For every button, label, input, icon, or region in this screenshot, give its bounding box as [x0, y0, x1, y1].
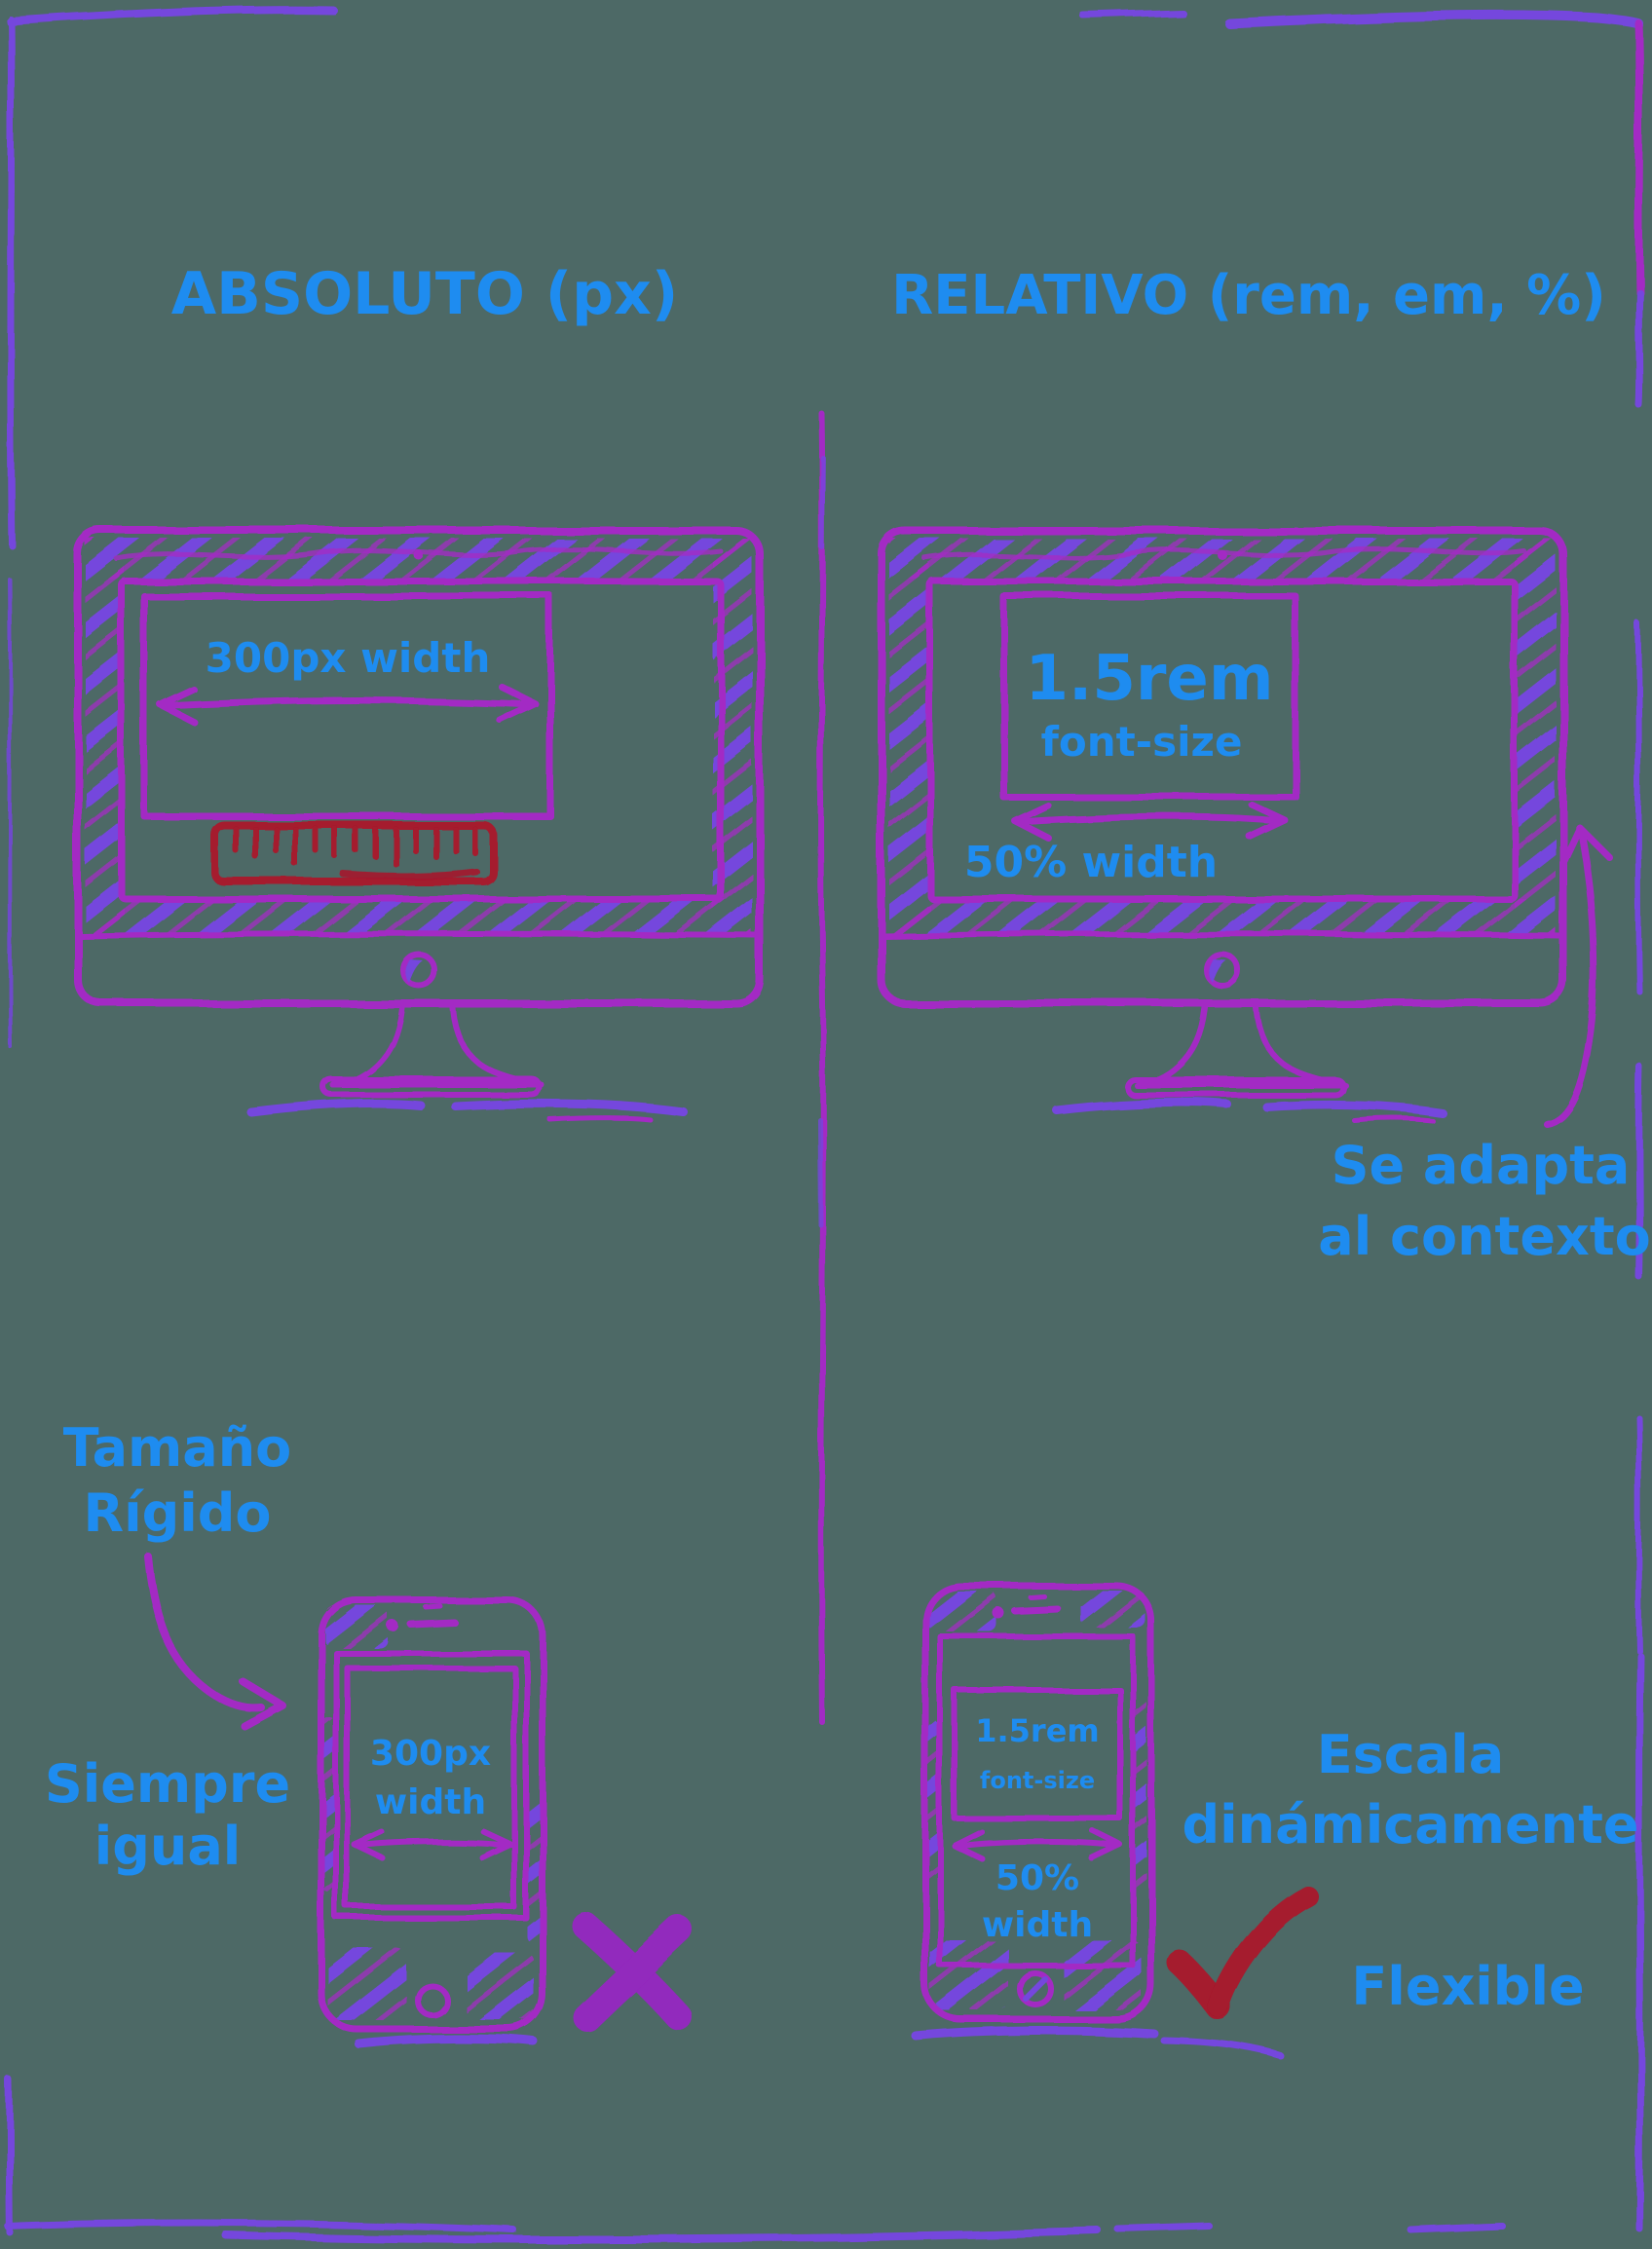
adapts-annotation-line2: al contexto [1318, 1206, 1650, 1267]
right-monitor-content-box [999, 592, 1299, 843]
divider-line [817, 410, 827, 1725]
scales-annotation-line2: dinámicamente [1182, 1794, 1638, 1855]
right-phone-fontsize-value: 1.5rem [975, 1712, 1100, 1749]
rigid-annotation-line1: Tamaño [63, 1417, 292, 1479]
scales-annotation-line1: Escala [1317, 1724, 1504, 1785]
adapts-curved-arrow-icon [1543, 824, 1613, 1128]
left-monitor-icon [74, 527, 764, 1123]
always-equal-line1: Siempre [45, 1753, 290, 1815]
right-phone-icon [911, 1582, 1285, 2060]
right-monitor-fontsize-label: font-size [1041, 718, 1243, 766]
always-equal-line2: igual [94, 1816, 242, 1877]
ruler-icon [210, 821, 497, 885]
left-monitor-box-label: 300px width [206, 634, 491, 682]
right-monitor-icon [878, 527, 1567, 1123]
right-monitor-fontsize-value: 1.5rem [1025, 643, 1273, 715]
right-phone-width-line1: 50% [995, 1858, 1079, 1898]
left-monitor-content-box [140, 592, 554, 820]
right-phone-fontsize-label: font-size [980, 1767, 1095, 1794]
left-phone-box-label-line2: width [375, 1782, 486, 1822]
right-monitor-width-label: 50% width [964, 838, 1218, 887]
right-title: RELATIVO (rem, em, %) [891, 264, 1606, 327]
adapts-annotation-line1: Se adapta [1332, 1135, 1631, 1196]
x-mark-icon [572, 1912, 693, 2031]
rigid-annotation-line2: Rígido [83, 1482, 271, 1544]
rigid-curved-arrow-icon [144, 1553, 286, 1730]
left-phone-icon [318, 1596, 546, 2048]
check-mark-icon [1168, 1885, 1318, 2019]
left-title: ABSOLUTO (px) [171, 260, 679, 328]
flexible-label: Flexible [1351, 1956, 1584, 2017]
right-phone-width-line2: width [982, 1905, 1093, 1945]
sketch-border [4, 5, 1644, 2244]
left-phone-box-label-line1: 300px [370, 1734, 491, 1774]
